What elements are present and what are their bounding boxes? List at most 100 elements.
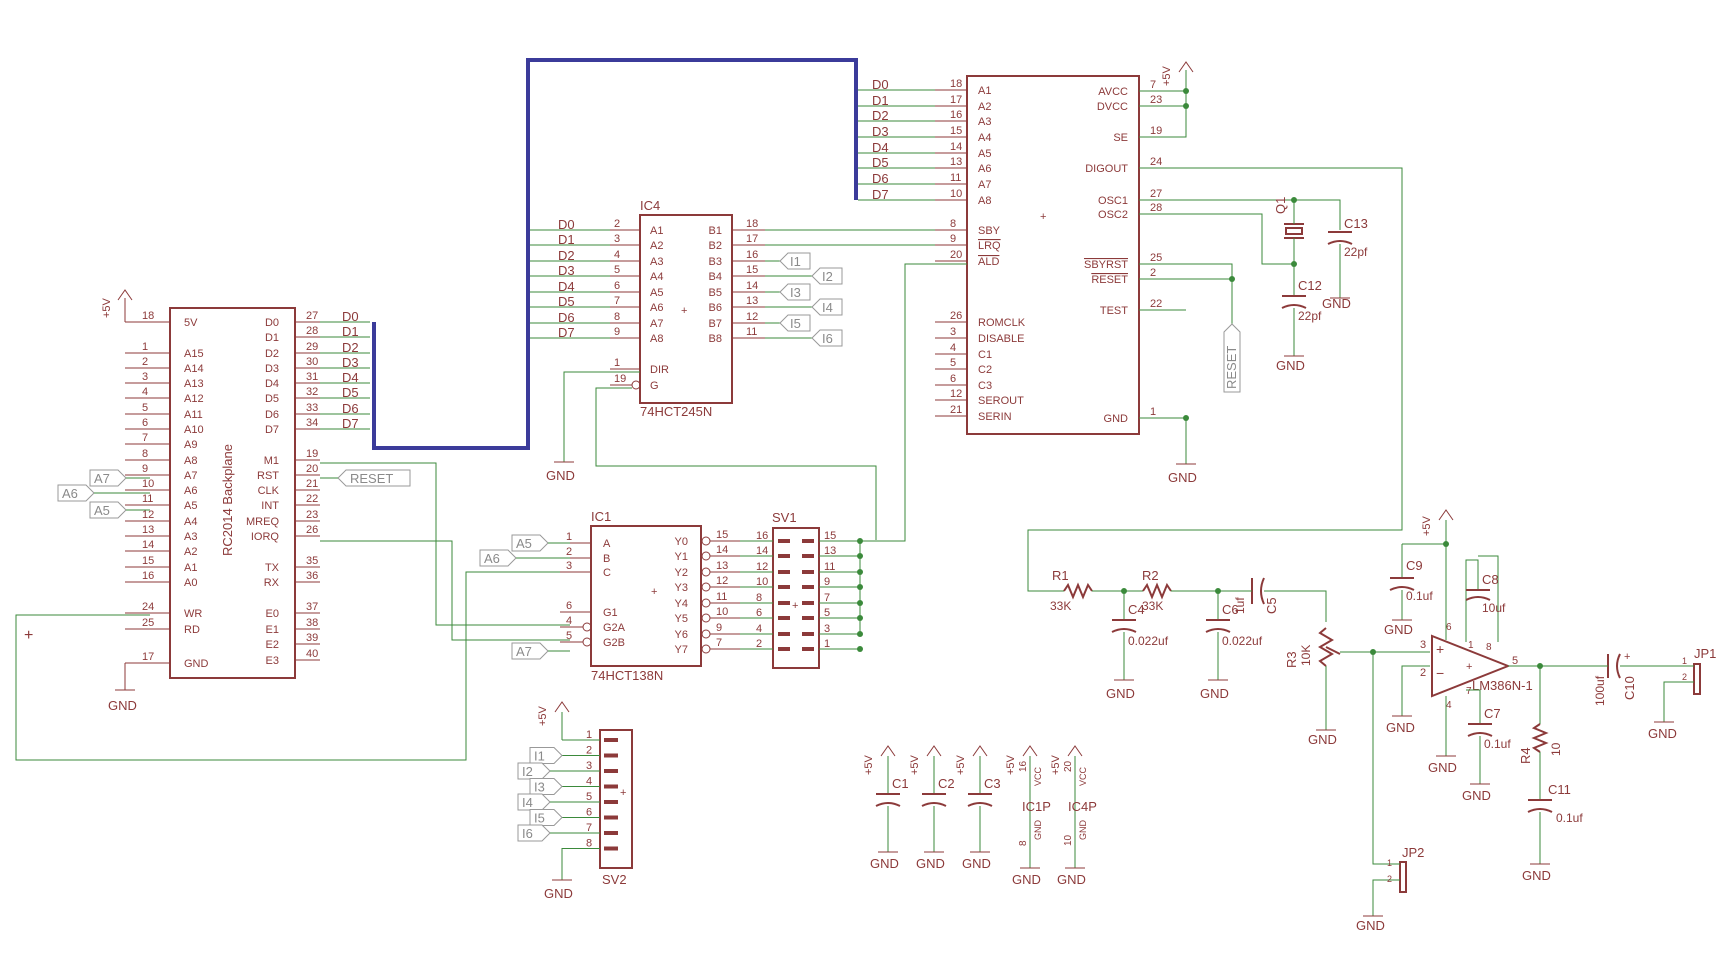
pin-name: M1: [264, 455, 279, 467]
pin-number: 17: [950, 94, 962, 106]
ic1-ref: IC1: [591, 509, 611, 524]
sv2-pin-row: 7: [562, 822, 618, 835]
svg-text:1: 1: [1387, 858, 1392, 868]
svg-text:C8: C8: [1482, 572, 1499, 587]
sv2-label-i5: I5: [529, 809, 563, 826]
pin-number: 2: [566, 546, 572, 558]
pin-number: 3: [586, 760, 592, 772]
pin-number: 16: [142, 570, 154, 582]
bus-label-d4: D4: [872, 140, 889, 155]
capacitor-c11: C11 0.1uf GND: [1522, 782, 1583, 883]
pin-number: 11: [746, 326, 757, 338]
pin-number: 15: [746, 264, 758, 276]
pin-number: 6: [614, 280, 620, 292]
pin-number: 1: [824, 638, 830, 650]
svg-text:10K: 10K: [1299, 645, 1313, 666]
pin-name: Y5: [675, 613, 688, 625]
pin-number: 35: [306, 555, 318, 567]
pin-number: 11: [950, 172, 961, 184]
svg-text:C4: C4: [1128, 602, 1145, 617]
pin-name: SBYRST: [1084, 259, 1128, 271]
svg-text:JP2: JP2: [1402, 845, 1424, 860]
capacitor-c5: C5 1uf: [1233, 577, 1327, 622]
ic4-ref: IC4: [640, 198, 660, 213]
pin-name: G2A: [603, 622, 626, 634]
pin-number: 12: [716, 575, 728, 587]
pin-name: A4: [650, 271, 663, 283]
pin-name: D4: [265, 378, 279, 390]
sv2-pin-row: 1: [562, 729, 618, 742]
sv2-label-i6: I6: [517, 824, 562, 842]
output-label-i6: I6: [765, 329, 843, 347]
bus-label-d5: D5: [558, 294, 575, 309]
pin-number: 30: [306, 356, 318, 368]
pin-number: 25: [1150, 252, 1162, 264]
pin-name: A11: [184, 409, 203, 421]
pin-name: A8: [184, 455, 197, 467]
pin-number: 10: [142, 478, 154, 490]
bus-label-d3: D3: [558, 263, 575, 278]
bus-label-d0: D0: [342, 309, 359, 324]
svg-text:GND: GND: [1648, 726, 1677, 741]
pin-number: 6: [586, 807, 592, 819]
svg-text:22pf: 22pf: [1298, 309, 1322, 323]
svg-text:+5V: +5V: [1421, 515, 1433, 536]
pin-number: 18: [746, 218, 758, 230]
pin-number: 14: [716, 544, 728, 556]
pin-number: 2: [586, 745, 592, 757]
svg-text:1uf: 1uf: [1233, 597, 1247, 614]
svg-text:GND: GND: [1308, 732, 1337, 747]
pin-number: 4: [586, 776, 592, 788]
pin-name: Y2: [675, 567, 688, 579]
ic1-pin-y6: 9Y6: [675, 622, 740, 641]
pin-name: A3: [184, 531, 197, 543]
svg-text:10: 10: [1549, 742, 1563, 756]
pin-number: 27: [306, 310, 318, 322]
svg-text:0.1uf: 0.1uf: [1406, 589, 1433, 603]
output-label-i2: I2: [765, 267, 843, 285]
pin-number: 7: [586, 822, 592, 834]
ic4p-power: +5V 20 VCC IC4P 10 GND GND: [1050, 745, 1097, 887]
svg-text:3: 3: [1420, 639, 1426, 651]
pin-number: 2: [614, 218, 620, 230]
gnd-label: GND: [962, 856, 991, 871]
svg-text:+5V: +5V: [1161, 65, 1173, 86]
bus-label-d5: D5: [342, 385, 359, 400]
pin-name: A7: [184, 470, 197, 482]
backplane-pin-a8: 8A8: [125, 448, 197, 467]
output-label-i1: I1: [765, 252, 811, 270]
pin-number: 5: [824, 607, 830, 619]
bus-label-d2: D2: [558, 248, 575, 263]
capacitor-c13: C13 22pf GND: [1322, 216, 1368, 311]
output-label-i4: I4: [765, 298, 843, 316]
gnd-label: GND: [870, 856, 899, 871]
pin-name: E2: [266, 639, 279, 651]
svg-text:GND: GND: [1057, 872, 1086, 887]
pin-number: 11: [142, 493, 153, 505]
sv2-label-i3: I3: [529, 778, 563, 795]
pin-number: 3: [566, 560, 572, 572]
pin-number: 8: [756, 592, 762, 604]
svg-text:33K: 33K: [1050, 599, 1071, 613]
svg-text:0.1uf: 0.1uf: [1556, 811, 1583, 825]
resistor-r4: R4 10: [1518, 666, 1563, 800]
vcc-label: +5V: [955, 754, 967, 775]
pin-number: 26: [950, 310, 962, 322]
sv2-label-i2: I2: [517, 762, 562, 780]
bp-vcc-symbol: +5V: [101, 289, 133, 322]
vcc-label: +5V: [909, 754, 921, 775]
